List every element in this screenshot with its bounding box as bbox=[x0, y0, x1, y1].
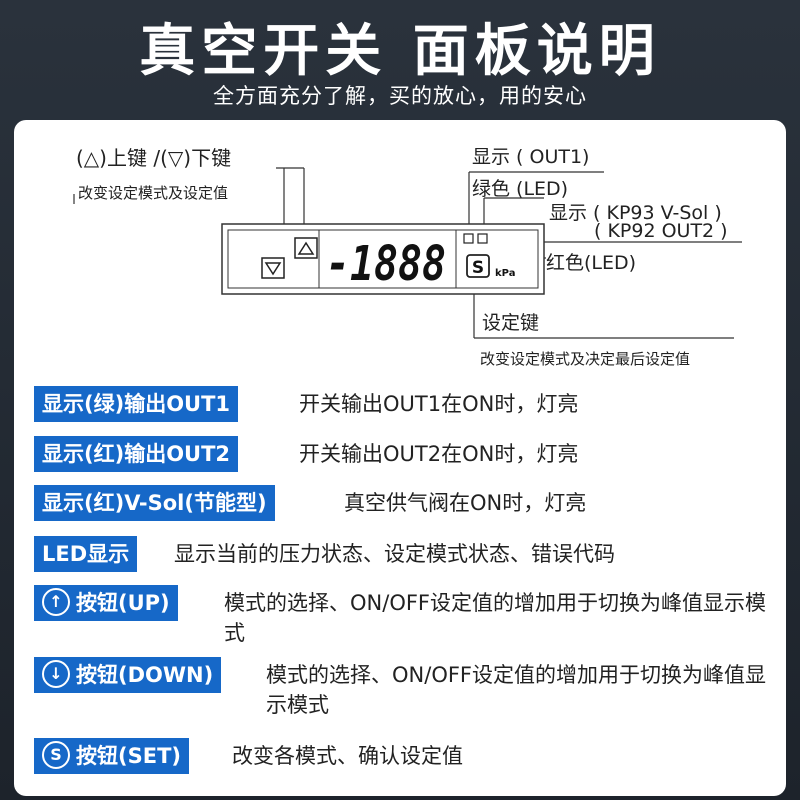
set-key-desc: 改变设定模式及决定最后设定值 bbox=[480, 350, 691, 368]
tag-up-button: ↑按钮(UP) bbox=[34, 585, 178, 621]
content-card: -1888 S kPa (△)上键 /(▽)下键 改变设定模式及设定值 显示 (… bbox=[14, 120, 786, 796]
up-down-keys-label: (△)上键 /(▽)下键 bbox=[76, 146, 232, 170]
panel-diagram: -1888 S kPa bbox=[73, 167, 742, 339]
s-icon: S bbox=[42, 741, 70, 769]
desc-vsol: 真空供气阀在ON时，灯亮 bbox=[344, 491, 587, 515]
display-kp92-label: ( KP92 OUT2 ) bbox=[594, 220, 728, 242]
desc-down-button: 模式的选择、ON/OFF设定值的增加用于切换为峰值显示模式 bbox=[266, 663, 766, 717]
green-led-label: 绿色 (LED) bbox=[472, 178, 569, 200]
display-kp93-label: 显示 ( KP93 V-Sol ) bbox=[549, 202, 722, 224]
lcd-digits: -1888 bbox=[326, 236, 446, 292]
arrow-up-icon: ↑ bbox=[42, 588, 70, 616]
up-key bbox=[294, 237, 318, 259]
set-key-label: 设定键 bbox=[482, 312, 540, 334]
desc-out2: 开关输出OUT2在ON时，灯亮 bbox=[299, 442, 579, 466]
tag-led-display: LED显示 bbox=[34, 536, 138, 572]
up-down-keys-desc: 改变设定模式及设定值 bbox=[78, 184, 229, 202]
desc-led-display: 显示当前的压力状态、设定模式状态、错误代码 bbox=[174, 542, 615, 566]
desc-set-button: 改变各模式、确认设定值 bbox=[232, 744, 463, 768]
led-red bbox=[477, 233, 488, 244]
tag-vsol: 显示(红)V-Sol(节能型) bbox=[34, 485, 275, 521]
led-green bbox=[463, 233, 474, 244]
desc-out1: 开关输出OUT1在ON时，灯亮 bbox=[299, 392, 579, 416]
page-subtitle: 全方面充分了解，买的放心，用的安心 bbox=[213, 84, 587, 108]
display-out1-label: 显示 ( OUT1) bbox=[472, 146, 590, 168]
set-key bbox=[466, 254, 490, 278]
arrow-down-icon: ↓ bbox=[42, 660, 70, 688]
tag-out2: 显示(红)输出OUT2 bbox=[34, 436, 239, 472]
set-key-glyph: S bbox=[472, 258, 484, 278]
page-title: 真空开关 面板说明 bbox=[139, 19, 661, 84]
red-led-label: 红色(LED) bbox=[546, 252, 637, 274]
tag-out1: 显示(绿)输出OUT1 bbox=[34, 386, 239, 422]
desc-up-button: 模式的选择、ON/OFF设定值的增加用于切换为峰值显示模式 bbox=[224, 591, 766, 645]
unit-label: kPa bbox=[495, 268, 515, 279]
tag-down-button: ↓按钮(DOWN) bbox=[34, 657, 222, 693]
